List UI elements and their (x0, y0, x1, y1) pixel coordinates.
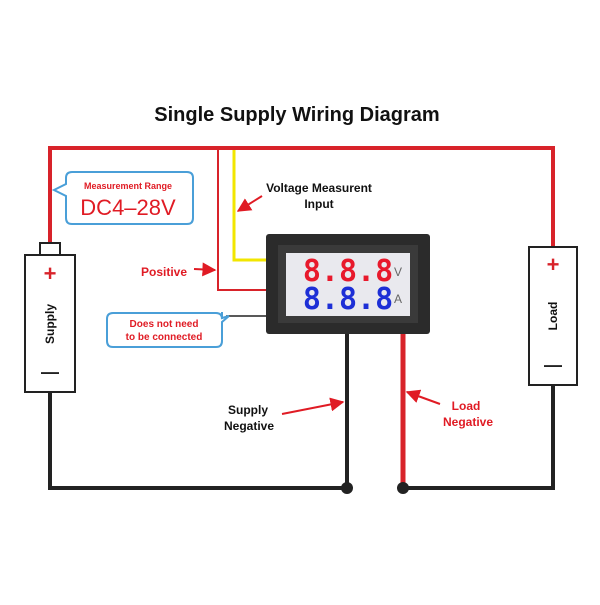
junction-load-negative (397, 482, 409, 494)
not-connected-callout: Does not need to be connected (106, 312, 230, 348)
supply-battery: + Supply — (24, 242, 76, 393)
load-body (528, 246, 578, 386)
wires (48, 146, 555, 494)
range-heading: Measurement Range (84, 181, 172, 191)
load-negative-label-line1: Load (452, 399, 481, 413)
positive-arrow (193, 262, 217, 277)
positive-wire-top (48, 146, 555, 256)
range-callout-bubble (51, 171, 194, 225)
measurement-range-callout: Measurement Range DC4–28V (51, 171, 194, 225)
supply-negative-arrow (281, 397, 345, 415)
battery-body (24, 254, 76, 393)
voltage-input-arrow (236, 195, 263, 212)
range-value: DC4–28V (80, 195, 176, 220)
voltage-unit: V (394, 265, 402, 279)
current-display: 8.8.8 (303, 282, 393, 317)
load-return-wire (403, 384, 555, 490)
meter-screen (286, 253, 410, 316)
load-box: + Load — (528, 246, 578, 386)
battery-plus-sign: + (44, 261, 57, 286)
battery-minus-sign: — (41, 362, 59, 382)
supply-negative-label-line1: Supply (228, 403, 268, 417)
voltage-display: 8.8.8 (303, 254, 393, 289)
voltage-input-label-line1: Voltage Measurent (266, 181, 372, 195)
diagram-title: Single Supply Wiring Diagram (154, 104, 439, 126)
junction-supply-negative (341, 482, 353, 494)
positive-lead-wire (217, 150, 266, 291)
not-connected-line1: Does not need (130, 319, 199, 330)
voltage-input-label-line2: Input (304, 197, 333, 211)
load-negative-arrow (405, 389, 441, 405)
load-label: Load (546, 302, 560, 331)
supply-negative-label-line2: Negative (224, 419, 274, 433)
load-negative-label-line2: Negative (443, 415, 493, 429)
not-connected-bubble (106, 312, 230, 348)
not-connected-line2: to be connected (126, 332, 203, 343)
load-plus-sign: + (547, 252, 560, 277)
voltmeter-ammeter: 8.8.8 V 8.8.8 A (266, 234, 430, 334)
battery-label: Supply (43, 304, 57, 344)
voltage-measure-wire (232, 150, 266, 262)
load-minus-sign: — (544, 355, 562, 375)
supply-negative-wire (48, 333, 349, 490)
current-unit: A (394, 292, 402, 306)
positive-label: Positive (141, 265, 187, 279)
pointer-arrows (193, 195, 441, 415)
